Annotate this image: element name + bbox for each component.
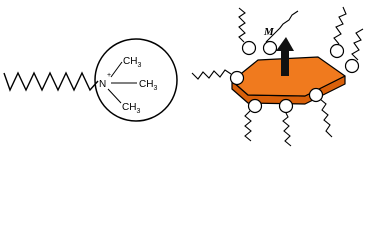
bond-top xyxy=(110,61,123,78)
arrow-head xyxy=(276,37,294,51)
tail-left xyxy=(191,69,232,80)
surfactant-tails xyxy=(191,6,364,147)
positive-charge: + xyxy=(107,72,111,79)
alkyl-chain xyxy=(3,71,99,92)
headgroup-top-right xyxy=(329,43,345,59)
methyl-top-sub: 3 xyxy=(137,62,141,69)
arrow-shaft xyxy=(281,49,289,76)
methyl-top-main: CH xyxy=(123,56,137,67)
headgroup-circle xyxy=(94,38,178,122)
methyl-group-top: CH3 xyxy=(123,56,141,69)
tail-bottom-right xyxy=(319,98,333,138)
tail-top-left xyxy=(238,7,246,43)
figure: N + CH3 CH3 CH3 xyxy=(3,6,364,147)
headgroup-left xyxy=(229,70,245,86)
headgroup-bottom-center xyxy=(278,98,294,114)
tail-bottom-left xyxy=(244,110,252,142)
headgroup-top-left xyxy=(241,40,257,56)
methyl-bottom-main: CH xyxy=(122,102,136,113)
headgroup-bottom-left xyxy=(247,98,263,114)
tail-bottom-center xyxy=(282,110,292,147)
headgroup-right xyxy=(344,58,360,74)
nitrogen-atom-label: N xyxy=(99,79,106,90)
tail-top-right xyxy=(333,6,347,45)
bond-bottom xyxy=(107,88,122,104)
moment-label: M xyxy=(263,26,275,38)
methyl-group-right: CH3 xyxy=(139,79,157,92)
methyl-bottom-sub: 3 xyxy=(136,108,140,115)
coated-nanoplatelet: M xyxy=(191,6,364,147)
methyl-right-main: CH xyxy=(139,79,153,90)
headgroup-top-center xyxy=(262,40,278,56)
surfactant-molecule: N + CH3 CH3 CH3 xyxy=(3,38,178,122)
tail-top-center xyxy=(265,10,299,43)
methyl-group-bottom: CH3 xyxy=(122,102,140,115)
tail-right xyxy=(351,28,364,61)
platelet-top-face xyxy=(231,56,346,97)
methyl-right-sub: 3 xyxy=(153,85,157,92)
surfactant-headgroups xyxy=(229,40,360,114)
magnetic-moment-arrow xyxy=(276,37,294,76)
headgroup-bottom-right xyxy=(308,87,324,103)
